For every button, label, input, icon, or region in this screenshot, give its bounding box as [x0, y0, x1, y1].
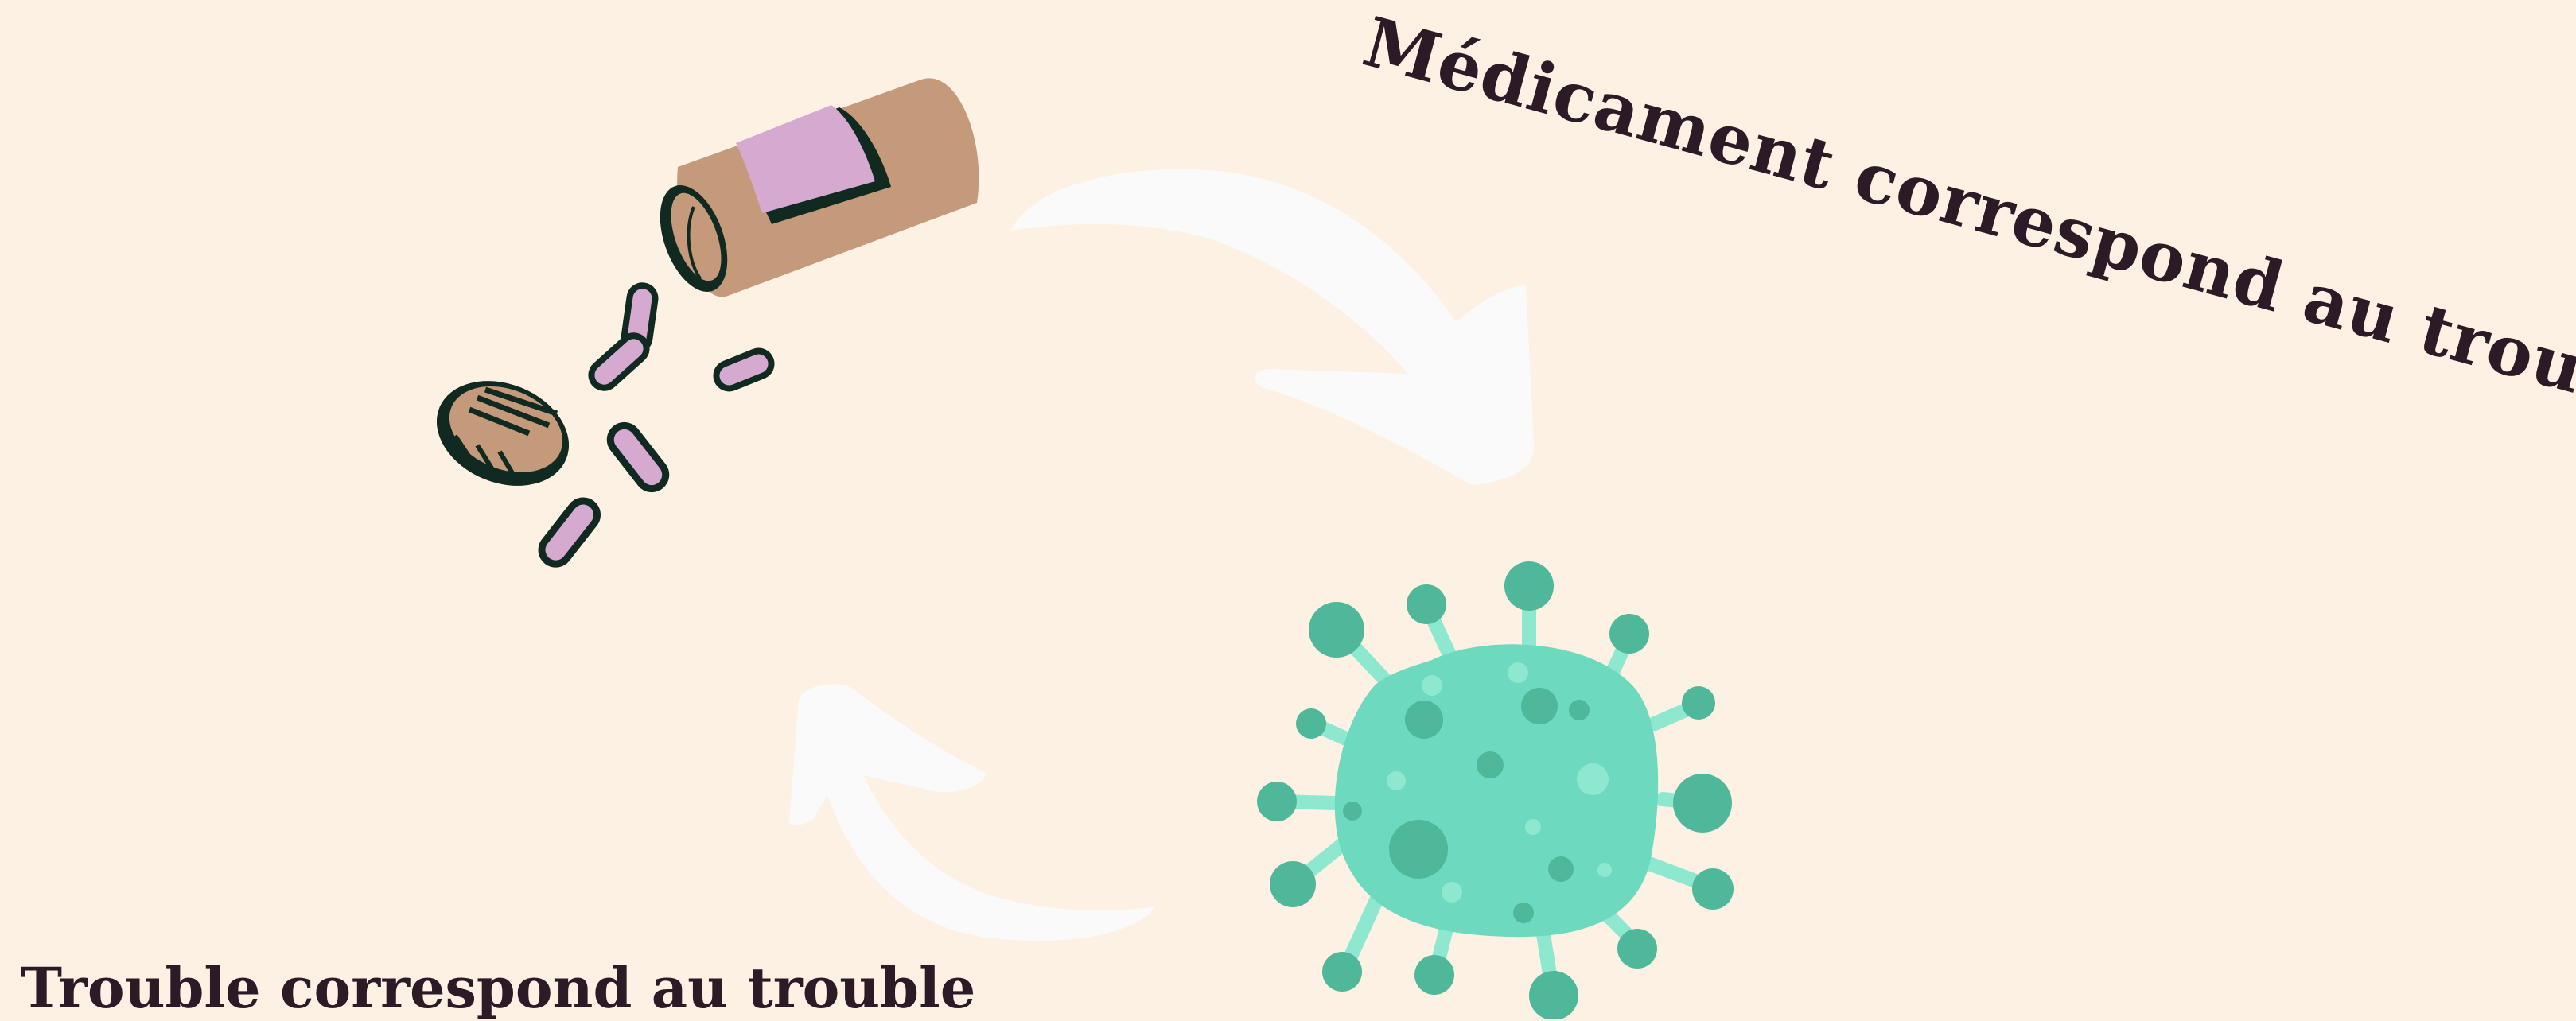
virus-icon: [1257, 561, 1734, 1019]
capsule-icon: [600, 415, 676, 499]
capsule-icon: [708, 343, 779, 396]
diagram-label-bottom: Trouble correspond au trouble: [21, 961, 975, 1016]
curved-arrow-icon: [789, 684, 1155, 941]
bottle-cap-icon: [421, 362, 585, 504]
curved-arrow-icon: [1010, 169, 1534, 485]
capsule-icon: [531, 491, 608, 575]
pill-bottle-icon: [647, 78, 979, 301]
